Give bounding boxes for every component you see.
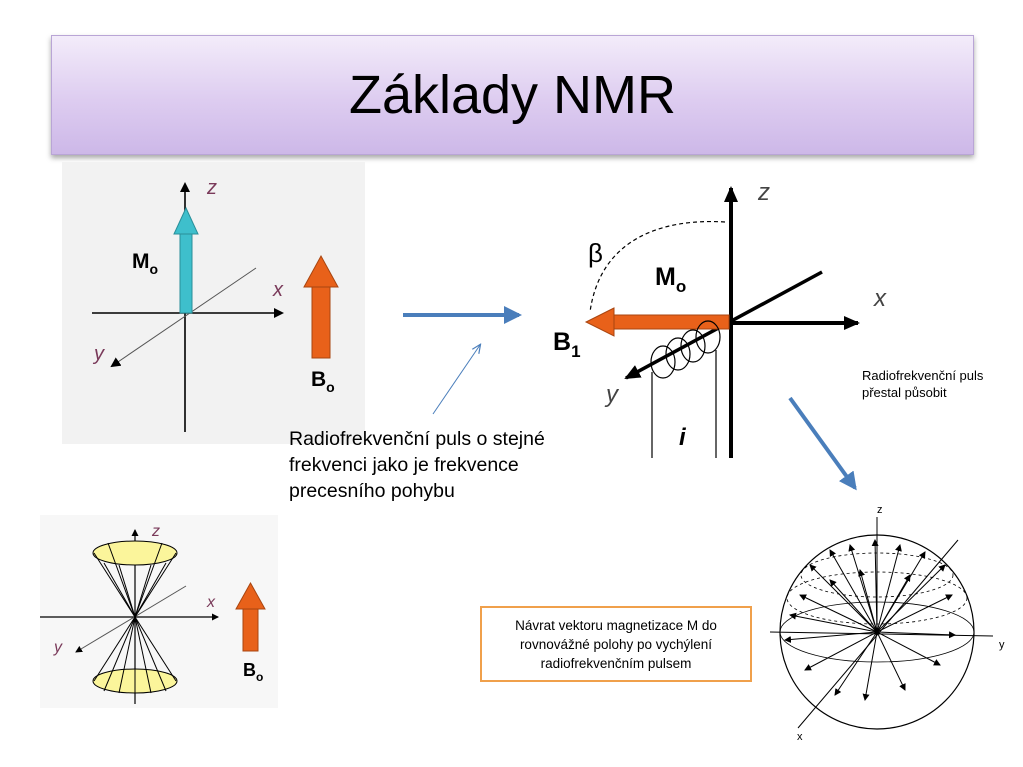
z-axis-label: z	[757, 179, 770, 206]
z-axis-label: z	[151, 523, 160, 540]
b0-label: Bo	[243, 660, 263, 684]
current-label: i	[679, 424, 687, 451]
beta-label: β	[588, 238, 603, 268]
m0-label: Mo	[655, 263, 686, 296]
lower-cone	[92, 616, 178, 694]
diagram-precession-cone: z x y Bo	[40, 523, 266, 704]
z-axis-label: z	[206, 177, 217, 199]
diagram-relaxation-sphere: z y x	[769, 504, 1005, 743]
y-axis	[110, 267, 257, 368]
rf-pulse-caption: Radiofrekvenční puls o stejné frekvenci …	[289, 428, 545, 502]
field-arrow-b0	[235, 581, 266, 652]
slide-title: Základy NMR	[348, 65, 677, 125]
rf-field-arrow-b1	[584, 307, 730, 337]
upper-cone	[92, 540, 178, 618]
relaxation-vectors	[784, 539, 956, 701]
title-banner: Základy NMR	[51, 35, 974, 155]
y-axis-label: y	[53, 639, 63, 656]
magnetization-arrow	[173, 206, 199, 314]
diagram-equilibrium: z x y Mo Bo	[92, 177, 339, 432]
relaxation-note-box: Návrat vektoru magnetizace M do rovnováž…	[480, 606, 752, 682]
field-arrow-b0	[303, 254, 339, 359]
y-axis-label: y	[999, 639, 1005, 651]
x-axis-label: x	[272, 279, 284, 301]
b0-label: Bo	[311, 368, 335, 395]
diagram-rf-pulse: z x y β Mo B1 i	[553, 179, 887, 458]
z-axis-label: z	[877, 504, 883, 516]
y-axis	[75, 585, 187, 653]
rf-coil	[650, 320, 721, 458]
relaxation-note-text: Návrat vektoru magnetizace M do rovnováž…	[515, 617, 717, 671]
y-axis-label: y	[604, 381, 620, 408]
transition-arrow-relaxation	[788, 396, 857, 491]
b1-label: B1	[553, 328, 581, 361]
y-axis-label: y	[92, 343, 105, 365]
x-axis-label: x	[206, 594, 216, 611]
pulse-stopped-note: Radiofrekvenční puls přestal působit	[862, 368, 984, 400]
x-axis-label: x	[873, 285, 887, 312]
x-axis-label: x	[797, 731, 803, 743]
m0-label: Mo	[132, 250, 158, 277]
caption-pointer-arrow	[432, 345, 480, 415]
tip-angle-arc	[589, 220, 726, 313]
